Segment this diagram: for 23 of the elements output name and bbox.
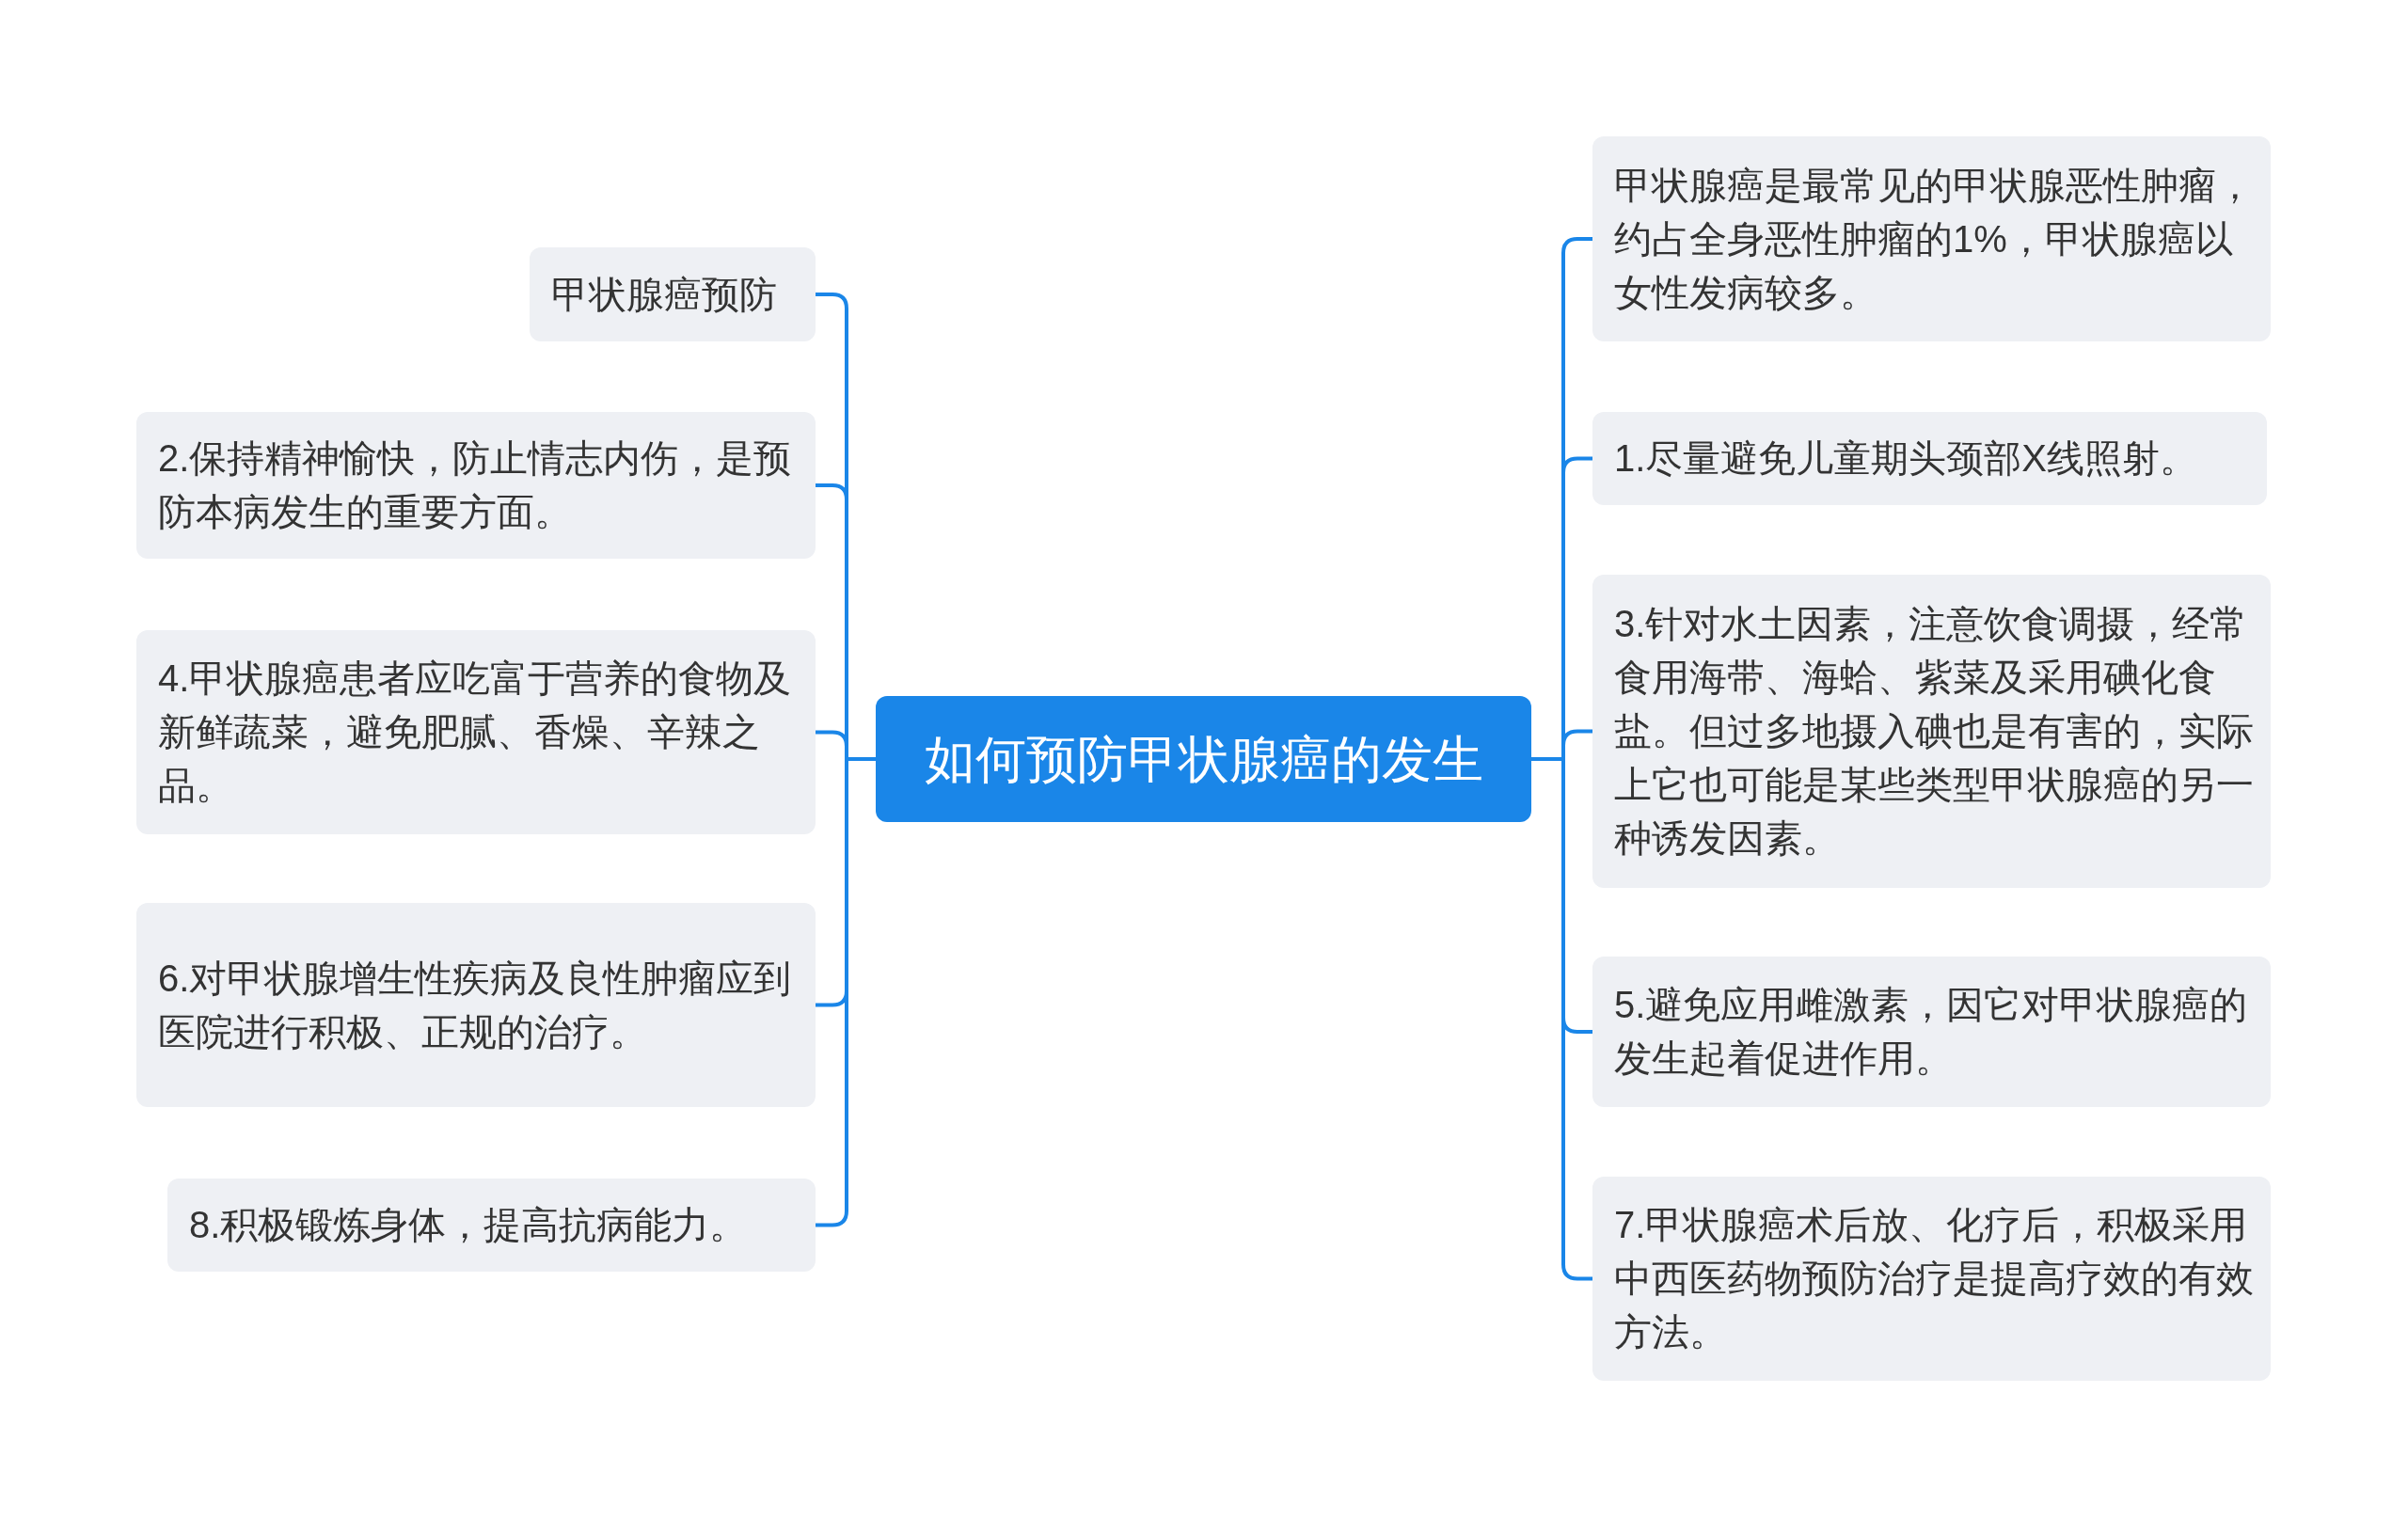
topic-box — [1592, 575, 2271, 888]
topic-box — [530, 247, 816, 341]
topic-box — [167, 1179, 816, 1272]
topic-text: 2.保持精神愉快，防止情志内伤，是预防本病发生的重要方面。 — [158, 436, 793, 534]
topic-box — [1592, 1177, 2271, 1381]
topic-text: 1.尽量避免儿童期头颈部X线照射。 — [1614, 436, 2198, 481]
topic-box — [136, 412, 816, 559]
topic-box — [136, 903, 816, 1107]
topic-text: 5.避免应用雌激素，因它对甲状腺癌的发生起着促进作用。 — [1614, 983, 2249, 1081]
topic-box — [1592, 412, 2267, 505]
topic-box — [1592, 957, 2271, 1107]
topic-text: 7.甲状腺癌术后放、化疗后，积极采用中西医药物预防治疗是提高疗效的有效方法。 — [1614, 1203, 2255, 1354]
topic-text: 4.甲状腺癌患者应吃富于营养的食物及新鲜蔬菜，避免肥腻、香燥、辛辣之品。 — [158, 657, 793, 808]
topic-text: 甲状腺癌预防 — [551, 272, 777, 317]
topic-text: 8.积极锻炼身体，提高抗病能力。 — [189, 1203, 748, 1247]
topic-box — [136, 630, 816, 834]
topic-text: 甲状腺癌是最常见的甲状腺恶性肿瘤，约占全身恶性肿瘤的1%，甲状腺癌以女性发病较多。 — [1614, 163, 2255, 315]
connector-line — [816, 757, 876, 1227]
central-topic-box — [876, 696, 1531, 822]
topic-text: 3.针对水土因素，注意饮食调摄，经常食用海带、海蛤、紫菜及采用碘化食盐。但过多地摄入碘也是有害的，实际上它也可能是某些类型甲状腺癌的另一种诱发因素。 — [1614, 602, 2255, 861]
topic-box — [1592, 136, 2271, 341]
central-topic-text: 如何预防甲状腺癌的发生 — [924, 730, 1483, 789]
topic-text: 6.对甲状腺增生性疾病及良性肿瘤应到医院进行积极、正规的治疗。 — [158, 956, 793, 1054]
